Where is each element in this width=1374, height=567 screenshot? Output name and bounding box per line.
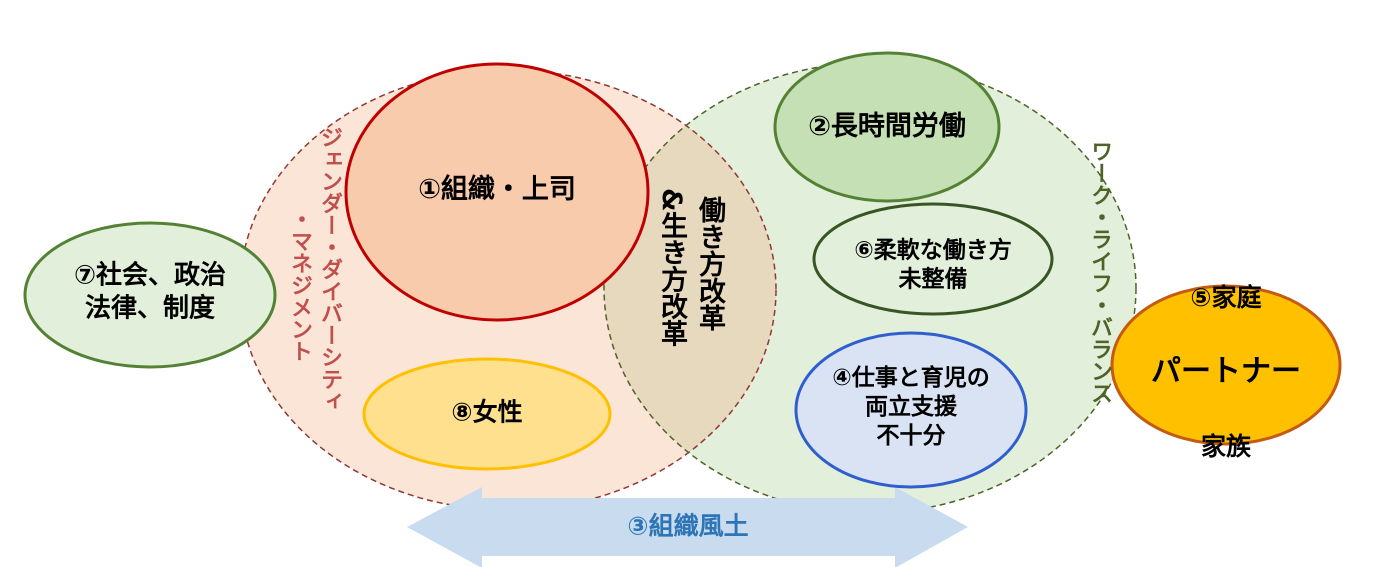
gender-diversity-label: ジェンダー・ダイバーシティ (317, 126, 342, 412)
society-label: ⑦社会、政治 法律、制度 (73, 260, 227, 324)
flexible-work-label: ⑥柔軟な働き方 未整備 (854, 237, 1012, 292)
circle-childcare (794, 331, 1028, 489)
family-line3: 家族 (1200, 431, 1251, 461)
family-line1: ⑤家庭 (1190, 283, 1262, 312)
circle-long-hours (773, 51, 1001, 203)
family-line2: パートナー (1151, 354, 1301, 390)
circle-organization (344, 62, 650, 322)
circle-society (23, 221, 277, 369)
family-label: ⑤家庭 パートナー 家族 (1151, 242, 1301, 482)
circle-women (362, 357, 612, 471)
culture-arrow (407, 487, 968, 567)
organization-label: ①組織・上司 (418, 174, 576, 206)
circle-flexible-work (812, 202, 1054, 316)
circle-family (1110, 284, 1342, 446)
long-hours-label: ②長時間労働 (808, 111, 966, 143)
life-style-reform: &生き方改革 (656, 188, 687, 347)
childcare-label: ④仕事と育児の 両立支援 不十分 (832, 364, 990, 449)
women-label: ⑧女性 (451, 397, 523, 427)
work-style-reform: 働き方改革 (694, 196, 725, 331)
culture-label: ③組織風土 (627, 511, 749, 541)
work-life-balance-label: ワーク・ライフ・バランス (1087, 140, 1112, 404)
gender-management-label: ・マネジメント (287, 208, 312, 362)
